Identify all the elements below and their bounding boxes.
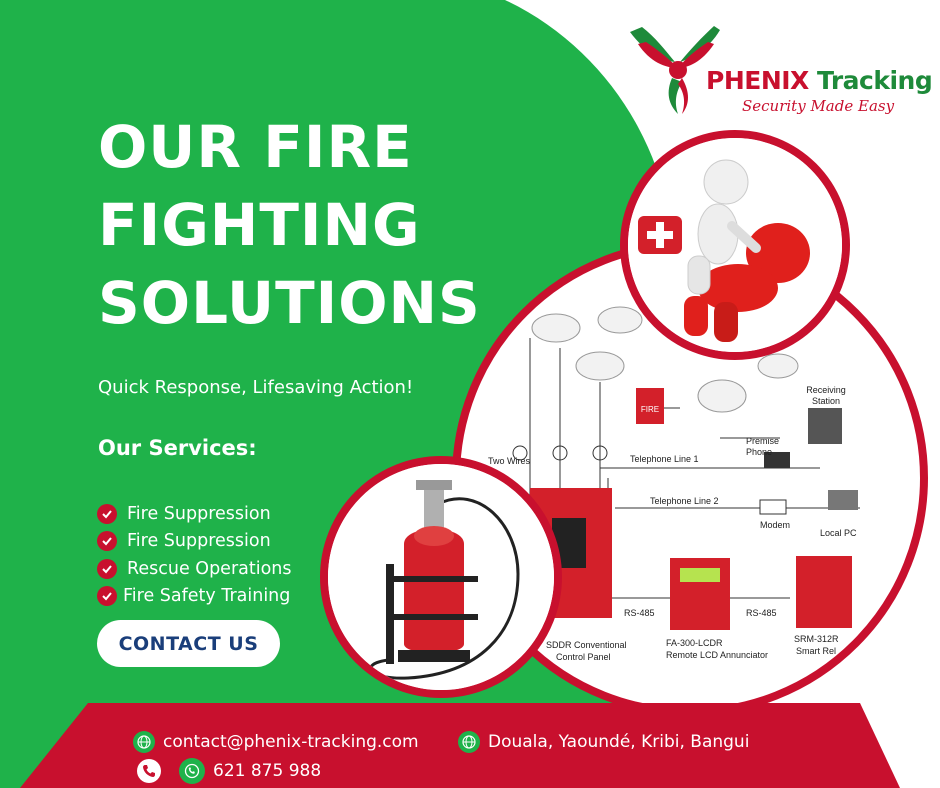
brand-tagline: Security Made Easy — [742, 97, 895, 115]
footer-locations: Douala, Yaoundé, Kribi, Bangui — [458, 731, 749, 753]
tagline: Quick Response, Lifesaving Action! — [98, 377, 414, 398]
phone-number[interactable]: 621 875 988 — [213, 761, 322, 781]
locations-text: Douala, Yaoundé, Kribi, Bangui — [488, 732, 750, 752]
service-item: Fire Suppression — [97, 528, 292, 556]
contact-us-button[interactable]: CONTACT US — [97, 620, 280, 667]
globe-icon — [458, 731, 480, 753]
extinguisher-circle — [320, 456, 562, 698]
relay-label-2: Smart Rel — [796, 646, 836, 656]
telephone-line-1-label: Telephone Line 1 — [630, 454, 699, 464]
brand-name-part1: PHENIX — [706, 66, 809, 95]
premise-phone-label: Premise — [746, 436, 779, 446]
headline-line-1: OUR FIRE — [98, 113, 413, 181]
email-text[interactable]: contact@phenix-tracking.com — [163, 732, 419, 752]
rs485-label-b: RS-485 — [746, 608, 777, 618]
service-label: Fire Suppression — [127, 503, 271, 524]
whatsapp-icon — [179, 758, 205, 784]
control-panel-label-2: Control Panel — [556, 652, 611, 662]
premise-phone-label-2: Phone — [746, 447, 772, 457]
phone-icon — [137, 759, 161, 783]
annunciator-label-2: Remote LCD Annunciator — [666, 650, 768, 660]
services-title: Our Services: — [98, 436, 257, 460]
services-list: Fire Suppression Fire Suppression Rescue… — [97, 500, 292, 610]
phoenix-logo — [630, 26, 720, 114]
annunciator-label: FA-300-LCDR — [666, 638, 723, 648]
check-icon — [97, 558, 117, 579]
check-icon — [97, 531, 117, 552]
check-icon — [97, 586, 117, 607]
telephone-line-2-label: Telephone Line 2 — [650, 496, 719, 506]
footer-phone[interactable]: 621 875 988 — [137, 758, 321, 784]
cpr-illustration — [628, 138, 842, 352]
service-item: Fire Suppression — [97, 500, 292, 528]
check-icon — [97, 503, 117, 524]
relay-label: SRM-312R — [794, 634, 839, 644]
rs485-label-a: RS-485 — [624, 608, 655, 618]
footer-email[interactable]: contact@phenix-tracking.com — [133, 731, 419, 753]
cpr-circle — [620, 130, 850, 360]
local-pc-label: Local PC — [820, 528, 857, 538]
headline-line-3: SOLUTIONS — [98, 269, 481, 337]
headline: OUR FIRE FIGHTING SOLUTIONS — [98, 108, 518, 342]
service-label: Fire Safety Training — [123, 586, 291, 607]
receiving-station-label: Receiving — [806, 385, 846, 395]
control-panel-label: SDDR Conventional — [546, 640, 627, 650]
modem-label: Modem — [760, 520, 790, 530]
service-item: Rescue Operations — [97, 555, 292, 583]
service-label: Fire Suppression — [127, 531, 271, 552]
two-wires-label: Two Wires — [488, 456, 531, 466]
service-label: Rescue Operations — [127, 558, 292, 579]
brand-name-part2: Tracking — [808, 66, 933, 95]
extinguisher-illustration — [328, 464, 554, 690]
service-item: Fire Safety Training — [97, 583, 292, 611]
fire-sign: FIRE — [641, 405, 659, 414]
brand-name: PHENIX Tracking — [706, 66, 933, 95]
globe-icon — [133, 731, 155, 753]
receiving-station-label-2: Station — [812, 396, 840, 406]
headline-line-2: FIGHTING — [98, 191, 421, 259]
